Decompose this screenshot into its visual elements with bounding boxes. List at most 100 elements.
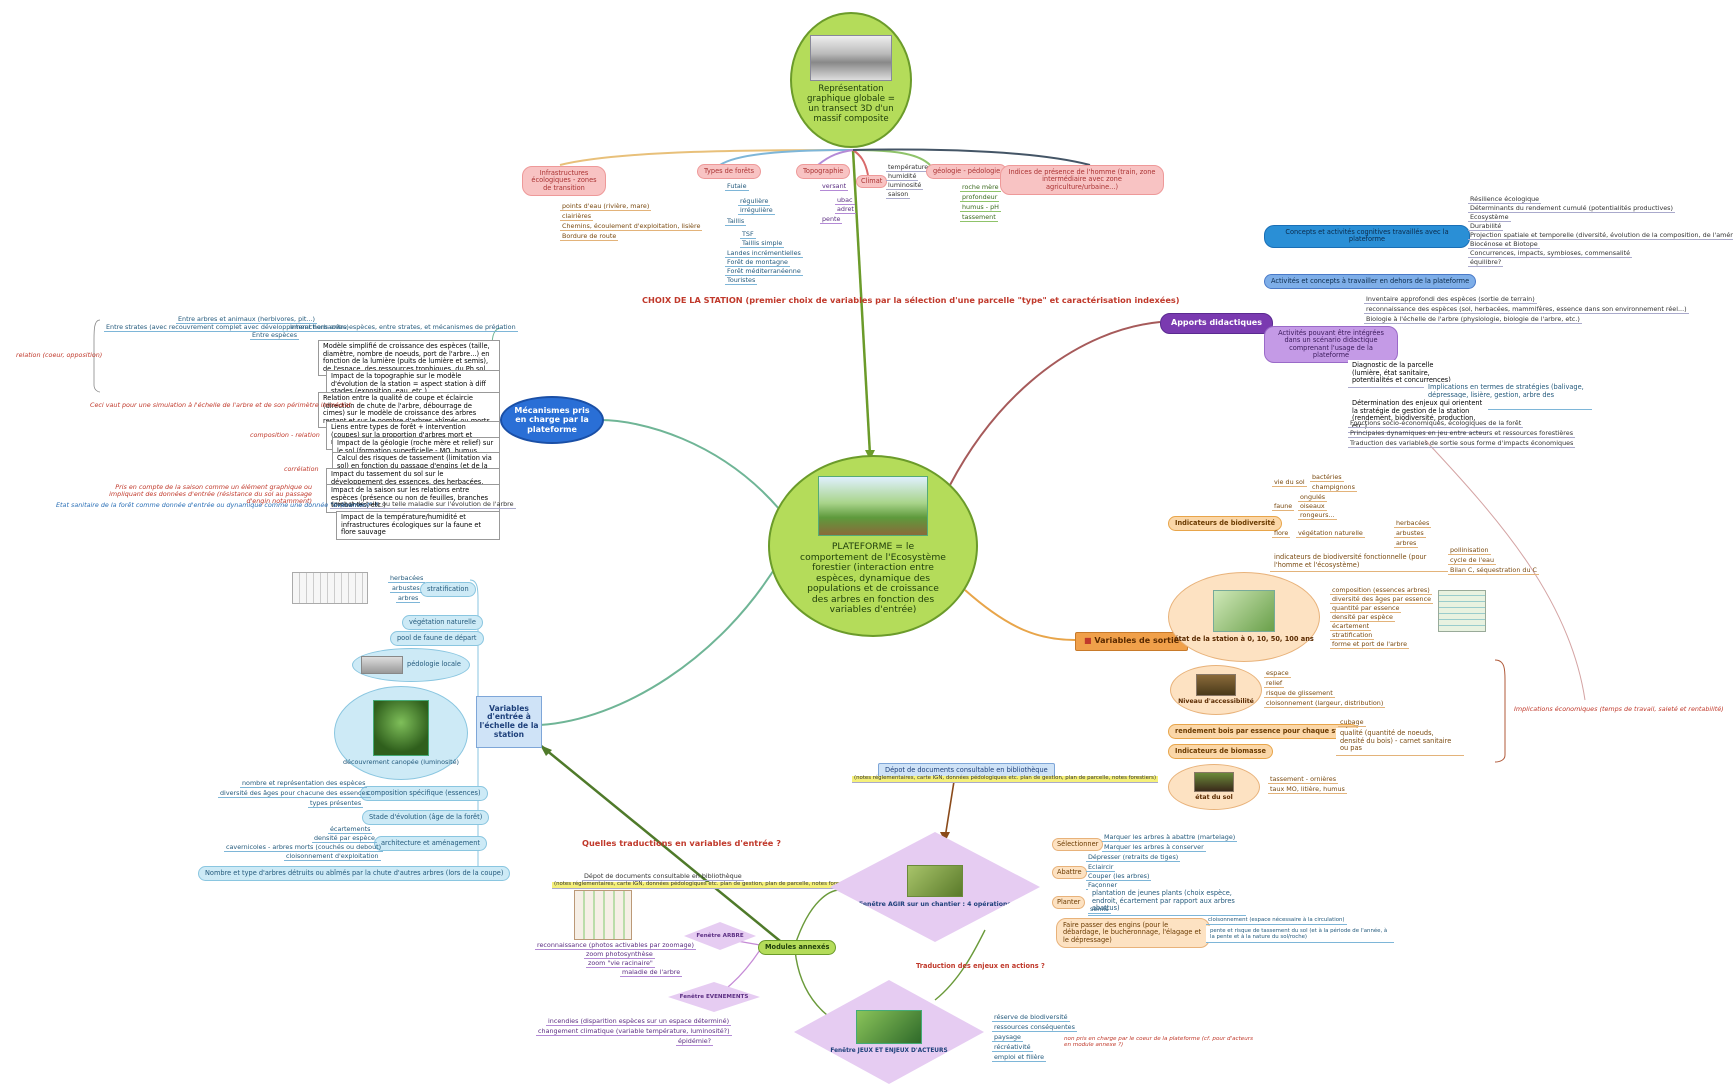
pedologie-image [361, 656, 404, 674]
geo-leaf-humus: humus - pH [960, 203, 1001, 213]
out-biodiversity[interactable]: Indicateurs de biodiversité [1168, 516, 1283, 532]
didactic-group-2[interactable]: Activités et concepts à travailler en de… [1264, 274, 1477, 290]
access-leaf-1: espace [1264, 669, 1291, 679]
state-leaf-5: écartement [1330, 622, 1372, 632]
tree-leaf-4: maladie de l'arbre [620, 968, 683, 978]
climat-leaf-luminosite: luminosité [886, 181, 924, 191]
branch-types[interactable]: Types de forêts [697, 164, 762, 180]
state-leaf-4: densité par espèce [1330, 613, 1395, 623]
act-abattre-leaf-3: Couper (les arbres) [1086, 872, 1152, 882]
didactic-group-1[interactable]: Concepts et activités cognitives travail… [1264, 225, 1470, 248]
platform-image [818, 475, 928, 536]
out-state-bubble[interactable]: état de la station à 0, 10, 50, 100 ans [1168, 572, 1320, 662]
branch-climat[interactable]: Climat [856, 175, 888, 189]
act-engins-leaf-1: cloisonnement (espace nécessaire à la ci… [1206, 917, 1347, 925]
types-leaf-montagne: Forêt de montagne [725, 258, 790, 268]
mechanisms-node[interactable]: Mécanismes pris en charge par la platefo… [500, 396, 604, 444]
inputs-node[interactable]: Variables d'entrée à l'échelle de la sta… [476, 696, 542, 748]
input-stade[interactable]: Stade d'évolution (âge de la forêt) [362, 810, 490, 826]
stakes-leaf-1: réserve de biodiversité [992, 1013, 1070, 1023]
out-access-bubble[interactable]: Niveau d'accessibilité [1170, 665, 1262, 715]
bio-row-sol: vie du sol [1272, 478, 1307, 488]
act-abattre-leaf-2: Eclaircir [1086, 863, 1116, 873]
input-arbres-detruits[interactable]: Nombre et type d'arbres détruits ou abîm… [198, 866, 511, 882]
branch-infra[interactable]: Infrastructures écologiques - zones de t… [522, 166, 606, 196]
input-canopee-bubble[interactable]: découvrement canopée (luminosité) [334, 686, 468, 780]
out-wood[interactable]: rendement bois par essence pour chaque s… [1168, 724, 1360, 740]
climat-leaf-humidite: humidité [886, 172, 919, 182]
arch-leaf-3: cavernicoles - arbres morts (couchés ou … [224, 843, 384, 853]
composition-leaf-1: nombre et représentation des espèces [240, 779, 368, 789]
mech-note-6: Etat sanitaire de la forêt comme donnée … [56, 501, 378, 509]
strat-leaf-arbres: arbres [396, 594, 421, 604]
link-top-infra [559, 149, 854, 166]
input-composition[interactable]: composition spécifique (essences) [360, 786, 488, 802]
soil-leaf-1: tassement - ornières [1268, 775, 1339, 785]
link-modules-act [794, 889, 841, 946]
types-leaf-reguliere: régulière [738, 197, 771, 207]
station-choice-label: CHOIX DE LA STATION (premier choix de va… [642, 295, 1180, 305]
modules-node[interactable]: Modules annexés [758, 940, 837, 956]
act-group-engins[interactable]: Faire passer des engins (pour le débarda… [1056, 918, 1210, 948]
link-top-center [851, 149, 872, 456]
arch-leaf-4: cloisonnement d'exploitation [284, 852, 381, 862]
input-architecture[interactable]: architecture et aménagement [374, 836, 487, 852]
types-leaf-mediterraneenne: Forêt méditerranéenne [725, 267, 803, 277]
input-canopee-label: découvrement canopée (luminosité) [342, 757, 460, 766]
bio-row-faune: faune [1272, 502, 1295, 512]
geo-leaf-profondeur: profondeur [960, 193, 1000, 203]
didactic-g1-leaf-6: Biocénose et Biotope [1468, 240, 1540, 250]
composition-leaf-3: types présentes [308, 799, 364, 809]
input-faune[interactable]: pool de faune de départ [390, 631, 484, 647]
tree-image [574, 890, 632, 940]
didactic-group-3[interactable]: Activités pouvant être intégrées dans un… [1264, 326, 1398, 363]
didactic-node[interactable]: Apports didactiques [1160, 313, 1273, 334]
input-pedologie-bubble[interactable]: pédologie locale [352, 648, 470, 682]
bio-sol-leaf-2: champignons [1310, 483, 1357, 493]
state-leaf-3: quantité par essence [1330, 604, 1402, 614]
composition-leaf-2: diversité des âges pour chacune des esse… [218, 789, 371, 799]
tree-leaf-2: zoom photosynthèse [584, 950, 655, 960]
arrow-head-inputs [540, 745, 552, 756]
state-leaf-6: stratification [1330, 631, 1375, 641]
input-stratification[interactable]: stratification [420, 582, 476, 598]
stakes-leaf-5: emploi et filière [992, 1053, 1047, 1063]
act-group-select[interactable]: Sélectionner [1052, 838, 1104, 852]
mech-sub-1: Entre arbres et animaux (herbivores, pit… [176, 315, 318, 325]
mech-sub-2: Entre strates (avec recouvrement complet… [104, 323, 351, 333]
link-top-topo [817, 149, 854, 166]
top-node-transect[interactable]: Représentation graphique globale = un tr… [790, 12, 912, 148]
act-label: Fenêtre AGIR sur un chantier : 4 opérati… [858, 901, 1012, 909]
branch-geologie[interactable]: géologie - pédologie [926, 164, 1008, 180]
out-state-label: état de la station à 0, 10, 50, 100 ans [1174, 635, 1314, 644]
bio-row-flore: flore [1272, 529, 1291, 539]
out-biomass[interactable]: Indicateurs de biomasse [1168, 744, 1273, 760]
arrow-head-act [940, 832, 950, 842]
outputs-node[interactable]: ■ Variables de sortie [1075, 632, 1189, 651]
soil-leaf-2: taux MO, litière, humus [1268, 785, 1347, 795]
wood-leaf-1: cubage [1338, 718, 1366, 728]
didactic-g3-leaf-5: Principales dynamiques en jeu entre acte… [1348, 429, 1576, 439]
branch-topographie[interactable]: Topographie [796, 164, 851, 180]
act-group-abattre[interactable]: Abattre [1052, 866, 1087, 880]
outputs-title: Variables de sortie [1094, 636, 1180, 645]
didactic-g1-leaf-4: Durabilité [1468, 222, 1504, 232]
stakes-leaf-2: ressources conséquentes [992, 1023, 1077, 1033]
center-node-platform[interactable]: PLATEFORME = le comportement de l'Ecosys… [768, 455, 978, 637]
transect-image [810, 35, 892, 82]
strat-leaf-herbacees: herbacées [388, 574, 426, 584]
bio-flore-sub: végétation naturelle [1296, 529, 1365, 539]
topo-leaf-adret: adret [835, 205, 856, 215]
branch-indices[interactable]: Indices de présence de l'homme (train, z… [1000, 165, 1164, 195]
strat-leaf-arbustes: arbustes [390, 584, 422, 594]
out-soil-bubble[interactable]: état du sol [1168, 764, 1260, 810]
didactic-g1-leaf-3: Ecosystème [1468, 213, 1511, 223]
stakes-note: non pris en charge par le coeur de la pl… [1060, 1034, 1258, 1051]
link-top-climat [852, 149, 869, 176]
act-group-planter[interactable]: Planter [1052, 896, 1086, 910]
bio-fonc-leaf-1: pollinisation [1448, 546, 1491, 556]
mech-note-3: composition - relation [250, 431, 320, 439]
deposit-left[interactable]: Dépot de documents consultable en biblio… [582, 872, 744, 882]
input-vegetation[interactable]: végétation naturelle [402, 615, 483, 631]
